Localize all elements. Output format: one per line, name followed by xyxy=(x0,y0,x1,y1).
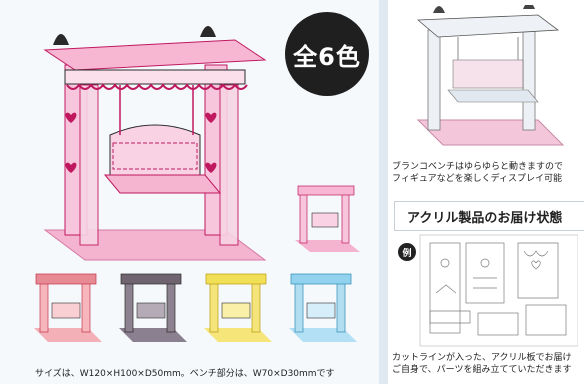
acrylic-sheet-diagram xyxy=(419,234,578,347)
main-swing-bench-image xyxy=(43,26,267,261)
motion-description-line2: フィギュアなどを楽しくディスプレイ可能 xyxy=(392,174,563,184)
color-count-badge: 全6色 xyxy=(285,12,369,96)
smoke-variant-image xyxy=(119,273,187,342)
motion-description-line1: ブランコベンチはゆらゆらと動きますので xyxy=(392,162,564,172)
clear-bench-display-image xyxy=(416,5,565,146)
blue-variant-image xyxy=(289,273,357,342)
motion-description: ブランコベンチはゆらゆらと動きますので フィギュアなどを楽しくディスプレイ可能 xyxy=(392,161,582,185)
pink-variant-image xyxy=(295,185,360,252)
cutline-description-line1: カットラインが入った、アクリル板でお届け xyxy=(392,353,572,363)
delivery-state-heading: アクリル製品のお届け状態 xyxy=(394,201,584,231)
size-caption: サイズは、W120×H100×D50mm。ベンチ部分は、W70×D30mmです xyxy=(35,369,335,379)
cutline-description-line2: ご自身で、パーツを組み立てていただきます xyxy=(392,365,572,375)
example-badge: 例 xyxy=(398,243,416,261)
red-variant-image xyxy=(34,273,102,342)
cutline-description: カットラインが入った、アクリル板でお届け ご自身で、パーツを組み立てていただきま… xyxy=(392,352,582,376)
yellow-variant-image xyxy=(204,273,272,342)
